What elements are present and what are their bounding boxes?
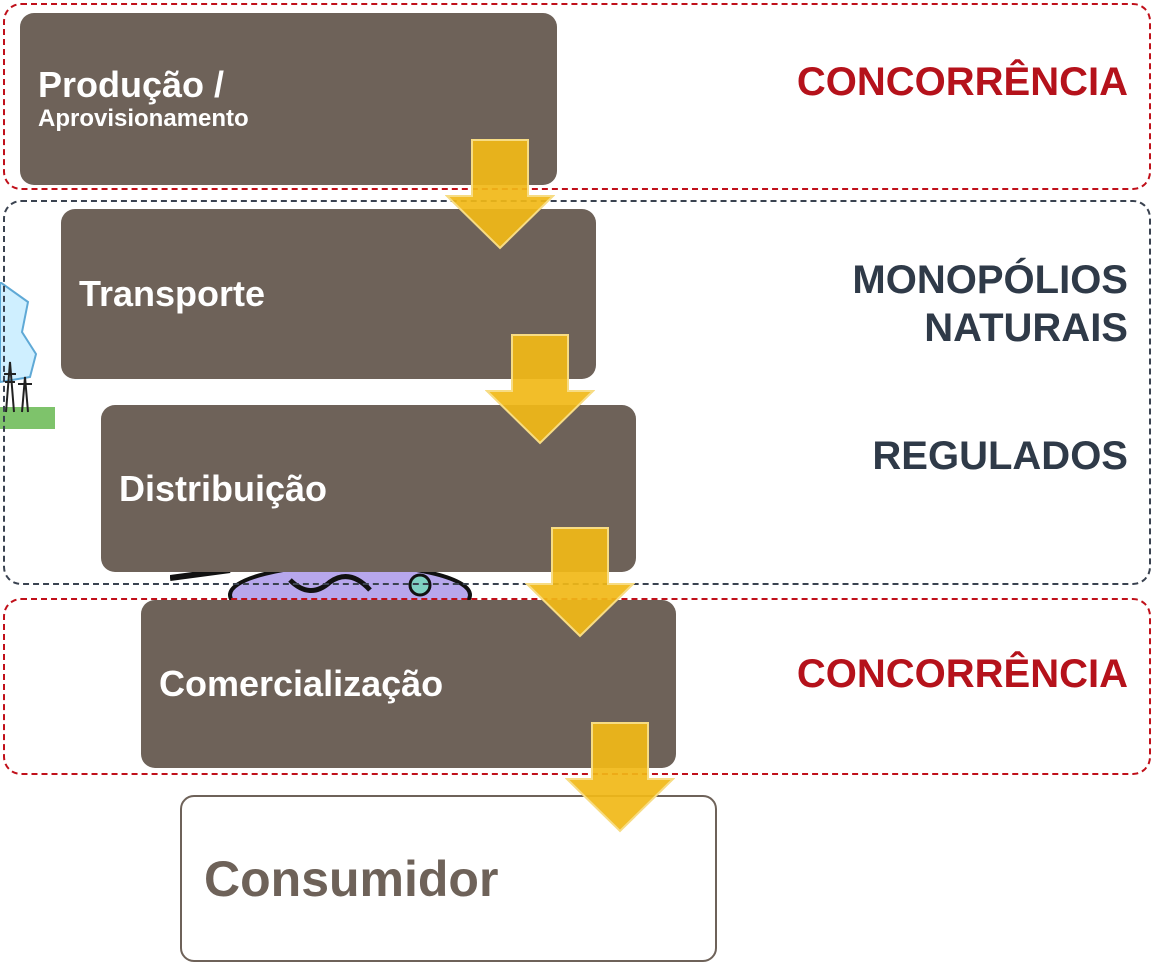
arrow-down-icon <box>445 139 555 250</box>
step-production-title: Produção / <box>38 64 225 105</box>
competition-zone-top <box>3 3 1151 190</box>
monopoly-label-line2: NATURAIS <box>924 306 1128 350</box>
step-commercialization-title: Comercialização <box>159 663 444 704</box>
step-production: Produção / Aprovisionamento <box>20 13 557 185</box>
step-distribution-title: Distribuição <box>119 467 328 509</box>
arrow-down-icon <box>565 722 675 833</box>
regulated-label: REGULADOS <box>872 434 1128 478</box>
arrow-down-icon <box>485 334 595 445</box>
monopoly-label-line1: MONOPÓLIOS <box>852 258 1128 302</box>
step-transport: Transporte <box>61 209 596 379</box>
step-production-subtitle: Aprovisionamento <box>38 105 249 132</box>
arrow-down-icon <box>525 527 635 638</box>
monopoly-label: MONOPÓLIOS NATURAIS <box>852 256 1128 352</box>
competition-label-bottom: CONCORRÊNCIA <box>796 652 1128 696</box>
power-tower-icon <box>0 282 55 429</box>
step-consumer: Consumidor <box>180 795 717 962</box>
step-transport-title: Transporte <box>79 273 266 314</box>
competition-label-top: CONCORRÊNCIA <box>796 60 1128 104</box>
